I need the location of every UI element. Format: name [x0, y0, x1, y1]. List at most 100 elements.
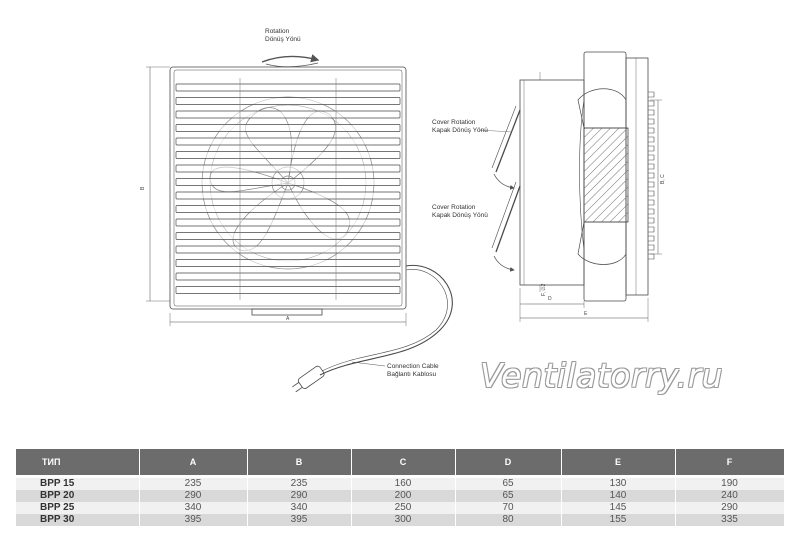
table-row: BPP 15 235 235 160 65 130 190 [16, 478, 785, 490]
cell-e: 130 [561, 478, 676, 490]
cell-f: 335 [675, 514, 785, 526]
cell-d: 80 [455, 514, 562, 526]
col-header-d: D [455, 449, 562, 475]
louver-tooth [648, 172, 655, 179]
grille-bar [175, 83, 401, 92]
side-louver-block [625, 57, 649, 296]
table-row: BPP 30 395 395 300 80 155 335 [16, 514, 785, 526]
cell-e: 155 [561, 514, 676, 526]
cover-rotation-label-bottom: Cover Rotation [432, 204, 476, 211]
motor-section [583, 127, 629, 223]
louver-tooth [648, 136, 655, 143]
front-grille [175, 83, 401, 294]
louver-tooth [648, 190, 655, 197]
cell-c: 300 [351, 514, 456, 526]
cell-a: 290 [139, 490, 248, 502]
grille-bar [175, 272, 401, 281]
col-header-c: C [351, 449, 456, 475]
col-header-b: B [247, 449, 352, 475]
louver-tooth [648, 109, 655, 116]
dimensions-table: ТИП A B C D E F BPP 15 235 235 160 65 13… [16, 449, 785, 526]
rotation-arrow [261, 54, 320, 63]
cell-model: BPP 30 [16, 514, 140, 526]
front-view [146, 54, 453, 393]
cell-f: 240 [675, 490, 785, 502]
grille-bar [175, 205, 401, 213]
col-header-e: E [561, 449, 676, 475]
dim-d-label: D [548, 296, 552, 302]
grille-bar [175, 124, 401, 132]
cell-e: 145 [561, 502, 676, 514]
side-view [478, 51, 662, 322]
cell-b: 290 [247, 490, 352, 502]
cell-a: 235 [139, 478, 248, 490]
louver-tooth [648, 100, 655, 107]
cell-model: BPP 20 [16, 490, 140, 502]
louver-tooth [648, 226, 655, 233]
grille-bar [175, 218, 401, 227]
dim-e-label: E [584, 311, 588, 317]
louver-tooth [648, 235, 655, 242]
front-bottom-tab [251, 308, 323, 316]
cell-d: 65 [455, 478, 562, 490]
louver-tooth [648, 118, 655, 125]
plug [292, 365, 325, 393]
cell-b: 340 [247, 502, 352, 514]
cover-flap-bottom [495, 185, 521, 253]
cell-model: BPP 25 [16, 502, 140, 514]
dim-f-label: F, ∅2 [541, 283, 547, 296]
louver-tooth [648, 244, 655, 251]
cell-d: 65 [455, 490, 562, 502]
louver-tooth [648, 145, 655, 152]
cell-f: 190 [675, 478, 785, 490]
grille-bar [175, 259, 401, 267]
grille-bar [175, 137, 401, 146]
side-louver-teeth [648, 91, 655, 260]
louver-tooth [648, 163, 655, 170]
cover-flap-top [495, 109, 521, 173]
table-row: BPP 25 340 340 250 70 145 290 [16, 502, 785, 514]
cell-c: 200 [351, 490, 456, 502]
louver-tooth [648, 208, 655, 215]
grille-bar [175, 97, 401, 105]
cell-c: 160 [351, 478, 456, 490]
grille-bar [175, 286, 401, 294]
col-header-a: A [139, 449, 248, 475]
fan-technical-drawing: Rotation Dönüş Yönü B A Connection Cable… [140, 28, 666, 393]
col-header-f: F [675, 449, 785, 475]
grille-bar [175, 110, 401, 119]
cover-rotation-label-bottom-tr: Kapak Dönüş Yönü [432, 212, 488, 219]
dim-a-label: A [286, 316, 290, 322]
cell-model: BPP 15 [16, 478, 140, 490]
connection-cable [319, 264, 453, 376]
grille-bar [175, 151, 401, 159]
table-row: BPP 20 290 290 200 65 140 240 [16, 490, 785, 502]
louver-tooth [648, 91, 655, 98]
louver-tooth [648, 154, 655, 161]
louver-tooth [648, 127, 655, 134]
grille-bar [175, 164, 401, 173]
louver-tooth [648, 253, 655, 260]
cell-c: 250 [351, 502, 456, 514]
side-duct-body [519, 79, 585, 286]
dim-c-label: B, C [660, 174, 666, 184]
cell-d: 70 [455, 502, 562, 514]
cell-a: 340 [139, 502, 248, 514]
table-header-row: ТИП A B C D E F [16, 449, 785, 475]
connection-cable-label: Connection Cable [387, 363, 439, 370]
cell-e: 140 [561, 490, 676, 502]
cell-a: 395 [139, 514, 248, 526]
cover-rotation-label-top: Cover Rotation [432, 119, 476, 126]
grille-bar [175, 178, 401, 186]
grille-bar [175, 245, 401, 254]
connection-cable-label-tr: Bağlantı Kablosu [387, 371, 437, 378]
dim-b-label: B [140, 186, 146, 190]
watermark: Ventilatorry.ru [480, 356, 724, 395]
grille-bar [175, 232, 401, 240]
grille-bar [175, 191, 401, 200]
cell-b: 235 [247, 478, 352, 490]
rotation-label: Rotation [265, 28, 290, 35]
louver-tooth [648, 199, 655, 206]
cell-f: 290 [675, 502, 785, 514]
col-header-type: ТИП [16, 449, 140, 475]
